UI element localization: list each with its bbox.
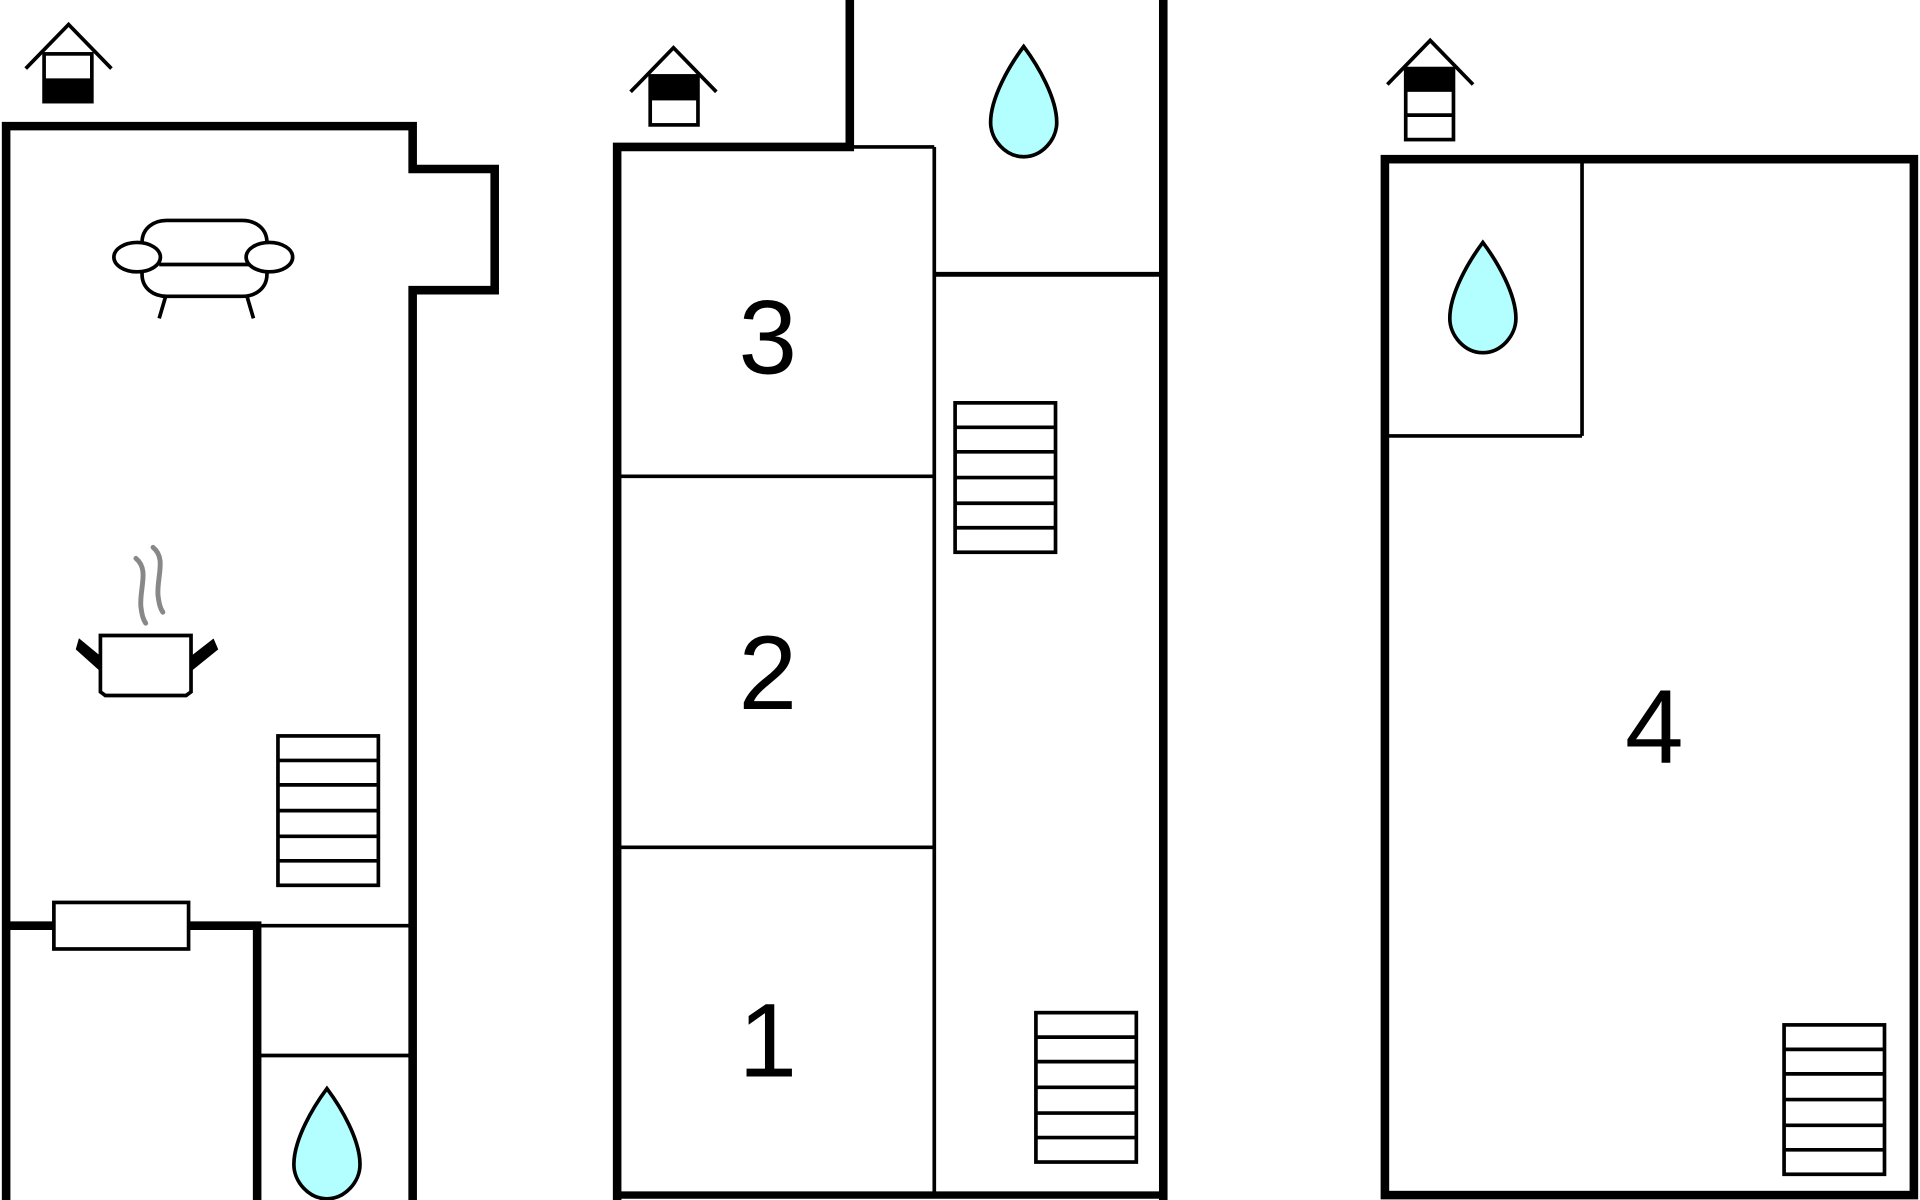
window [52, 900, 191, 951]
stairs-icon [1782, 1023, 1887, 1177]
stairs-icon [953, 401, 1058, 555]
stairs-icon [276, 734, 381, 888]
room-number-3: 3 [738, 279, 797, 396]
cooking-pot-icon [75, 544, 219, 698]
middle-floor: 3 2 1 [612, 0, 1168, 1200]
entrance-icon [629, 45, 718, 127]
bathroom-drop-icon [292, 1086, 362, 1200]
entrance-icon [1386, 37, 1475, 142]
sofa-icon [112, 218, 295, 319]
room-number-4: 4 [1625, 669, 1684, 786]
right-floor: 4 [1380, 37, 1919, 1200]
interior-wall [618, 145, 1160, 1196]
room-number-2: 2 [738, 615, 797, 732]
exterior-wall [612, 0, 1168, 1200]
interior-wall [257, 923, 409, 1058]
exterior-wall [1380, 154, 1919, 1200]
room-number-1: 1 [738, 982, 797, 1099]
interior-wall [1387, 159, 1584, 438]
bathroom-drop-icon [988, 44, 1059, 159]
entrance-icon [24, 21, 113, 104]
bathroom-drop-icon [1447, 240, 1518, 355]
stairs-icon [1034, 1010, 1139, 1164]
left-floor [1, 21, 499, 1200]
